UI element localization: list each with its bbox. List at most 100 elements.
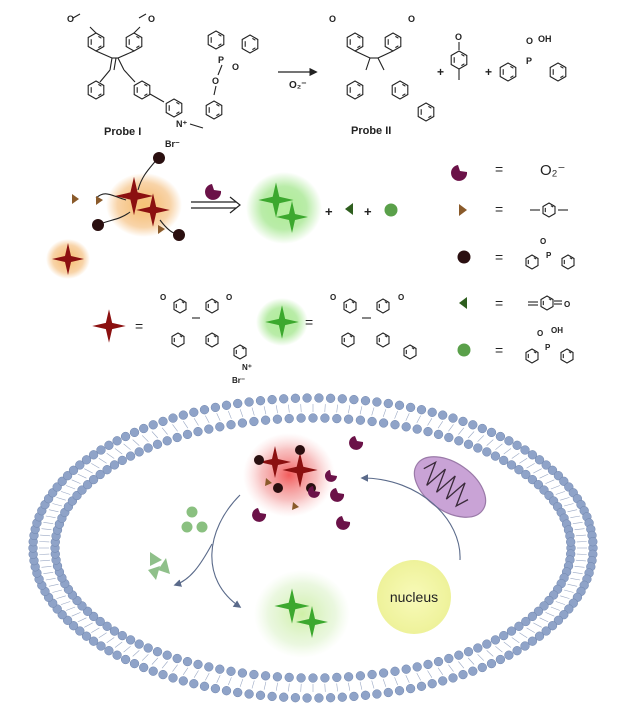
membrane-bead (539, 601, 549, 611)
membrane-bead (143, 443, 153, 453)
membrane-bead (458, 416, 468, 427)
dark-circle-icon (173, 229, 185, 241)
membrane-tail (324, 404, 326, 413)
membrane-bead (527, 611, 538, 622)
membrane-tail (263, 681, 267, 690)
membrane-bead (296, 673, 306, 683)
membrane-tail (336, 683, 338, 692)
membrane-tail (141, 435, 149, 442)
membrane-tail (336, 404, 338, 413)
membrane-bead (495, 654, 506, 665)
plus-sign-4: + (364, 204, 372, 219)
probe-ii-structure: O O (329, 14, 435, 122)
membrane-bead (468, 666, 478, 676)
membrane-bead (367, 669, 377, 680)
membrane-bead (454, 650, 464, 660)
dark-circle-icon (153, 152, 165, 164)
membrane-tail (114, 641, 123, 648)
membrane-bead (401, 422, 411, 432)
membrane-bead (454, 436, 464, 446)
membrane-bead (129, 658, 140, 669)
membrane-tail (45, 578, 56, 581)
probe-i-label: Probe I (104, 126, 141, 138)
membrane-bead (553, 615, 564, 625)
membrane-tail (52, 589, 62, 593)
membrane-tail (91, 627, 100, 633)
membrane-bead (193, 659, 203, 670)
membrane-tail (41, 528, 52, 530)
membrane-bead (237, 418, 248, 428)
membrane-tail (251, 407, 255, 416)
membrane-tail (533, 622, 542, 628)
membrane-bead (139, 423, 149, 434)
membrane-bead (416, 681, 427, 691)
membrane-tail (560, 595, 570, 599)
membrane-bead (290, 393, 301, 403)
membrane-tail (545, 612, 555, 617)
membrane-bead (77, 485, 87, 495)
membrane-tail (467, 431, 475, 439)
membrane-tail (348, 682, 351, 691)
membrane-tail (437, 667, 444, 675)
membrane-bead (221, 400, 232, 410)
membrane-bead (482, 447, 492, 457)
core-ii-o-1: O (330, 293, 336, 302)
membrane-tail (300, 404, 302, 413)
cell-membrane (28, 393, 598, 703)
membrane-tail (575, 534, 586, 537)
membrane-bead (433, 656, 444, 667)
membrane-tail (205, 672, 210, 681)
membrane-tail (205, 415, 210, 424)
membrane-bead (57, 476, 67, 486)
methoxy-o-2: O (148, 14, 155, 24)
membrane-tail (467, 657, 475, 665)
membrane-bead (109, 460, 120, 470)
membrane-tail (275, 682, 278, 691)
membrane-bead (120, 431, 131, 442)
membrane-tail (448, 664, 454, 672)
membrane-tail (239, 679, 244, 687)
membrane-bead (117, 455, 127, 466)
membrane-tail (495, 443, 503, 450)
red-signal-cloud (243, 433, 335, 517)
membrane-bead (360, 396, 371, 406)
membrane-bead (88, 474, 99, 485)
membrane-bead (308, 413, 318, 423)
membrane-bead (152, 439, 163, 449)
membrane-bead (512, 646, 522, 656)
membrane-bead (416, 405, 427, 415)
star-equivalence-row: = O O N⁺ Br⁻ = O O (92, 293, 417, 385)
plus-sign-1: + (437, 65, 444, 79)
membrane-tail (65, 606, 76, 611)
membrane-tail (48, 583, 59, 587)
membrane-bead (182, 656, 193, 667)
membrane-tail (239, 409, 244, 417)
probe-ii-methoxy-o-1: O (329, 14, 336, 24)
membrane-bead (367, 416, 377, 427)
membrane-bead (284, 413, 294, 424)
membrane-bead (158, 416, 168, 427)
membrane-bead (355, 415, 366, 425)
membrane-tail (275, 405, 278, 414)
membrane-tail (511, 637, 520, 643)
membrane-tail (84, 468, 93, 474)
membrane-bead (588, 537, 598, 547)
membrane-tail (526, 627, 535, 633)
membrane-bead (204, 662, 214, 672)
membrane-bead (427, 407, 437, 417)
membrane-bead (405, 402, 416, 413)
membrane-bead (337, 692, 347, 702)
membrane-bead (412, 424, 422, 434)
membrane-tail (560, 497, 570, 501)
membrane-bead (486, 427, 497, 438)
membrane-tail (172, 424, 178, 432)
quinone-methide-structure: O (450, 32, 468, 80)
membrane-tail (98, 457, 107, 464)
membrane-tail (519, 632, 528, 639)
membrane-tail (60, 601, 71, 605)
membrane-bead (521, 616, 531, 627)
membrane-bead (233, 398, 243, 409)
membrane-bead (325, 693, 336, 703)
membrane-bead (438, 676, 448, 686)
core-i-br: Br⁻ (232, 376, 245, 385)
